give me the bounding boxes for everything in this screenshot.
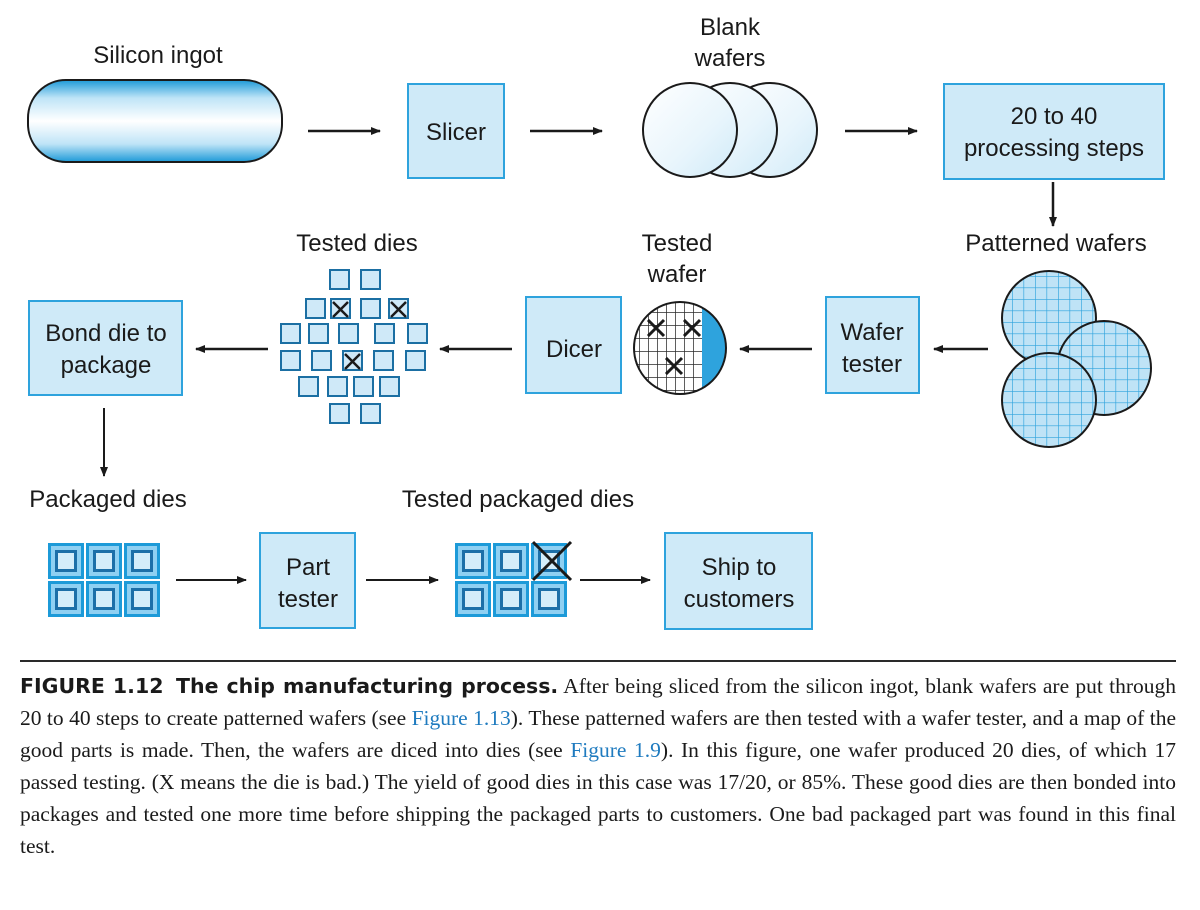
tested-wafer-label-1: Tested: [642, 230, 713, 257]
slicer-label: Slicer: [426, 119, 486, 146]
bad-package-x-mark: [531, 540, 573, 582]
caption-text-2: ). These patterned wafers are then teste…: [20, 706, 1176, 762]
tested-dies-label: Tested dies: [296, 230, 417, 257]
caption-text-3: ). In this figure, one wafer produced 20…: [20, 738, 1176, 858]
caption-link-figure-1-9[interactable]: Figure 1.9: [570, 738, 661, 762]
silicon-ingot-label: Silicon ingot: [93, 42, 223, 69]
bond-die-label-2: package: [61, 352, 152, 379]
dicer-box: [525, 296, 622, 394]
wafer-tester-box: [825, 296, 920, 394]
caption-rule: [20, 660, 1176, 662]
caption-title: The chip manufacturing process.: [176, 674, 559, 698]
tested-packaged-dies-label: Tested packaged dies: [402, 486, 634, 513]
ship-label-1: Ship to: [702, 554, 777, 581]
ship-label-2: customers: [684, 586, 795, 613]
caption-figure-number: FIGURE 1.12: [20, 674, 164, 698]
bond-die-label-1: Bond die to: [45, 320, 166, 347]
bad-die-x-marks-dies: [332, 301, 407, 370]
blank-wafers: [642, 82, 818, 178]
processing-steps-box: [943, 83, 1165, 180]
patterned-wafers: [1001, 270, 1152, 448]
processing-steps-label-2: processing steps: [964, 135, 1144, 162]
caption-text-1: After being sliced from the silicon ingo…: [20, 674, 1177, 730]
figure-caption: FIGURE 1.12 The chip manufacturing proce…: [20, 670, 1176, 862]
bond-die-box: [28, 300, 183, 396]
tested-wafer-label-2: wafer: [647, 261, 707, 288]
patterned-wafers-label: Patterned wafers: [965, 230, 1146, 257]
packaged-dies: [48, 543, 160, 617]
tested-dies: [280, 269, 428, 424]
wafer-tester-label-1: Wafer: [840, 319, 903, 346]
ship-box: [664, 532, 813, 630]
part-tester-label-2: tester: [278, 586, 338, 613]
packaged-dies-label: Packaged dies: [29, 486, 186, 513]
dicer-label: Dicer: [546, 336, 602, 363]
caption-link-figure-1-13[interactable]: Figure 1.13: [411, 706, 511, 730]
part-tester-label-1: Part: [286, 554, 330, 581]
part-tester-box: [259, 532, 356, 629]
tested-packaged-dies: [455, 543, 567, 617]
processing-steps-label-1: 20 to 40: [1011, 103, 1098, 130]
manufacturing-flow-diagram: Silicon ingot Slicer Blank wafers 20 to …: [27, 14, 1165, 630]
bad-die-x-marks: [646, 318, 702, 376]
tested-wafer: [633, 301, 727, 395]
blank-wafers-label-1: Blank: [700, 14, 761, 41]
silicon-ingot: [27, 79, 283, 163]
slicer-box: [407, 83, 505, 179]
wafer-tester-label-2: tester: [842, 351, 902, 378]
blank-wafers-label-2: wafers: [694, 45, 766, 72]
